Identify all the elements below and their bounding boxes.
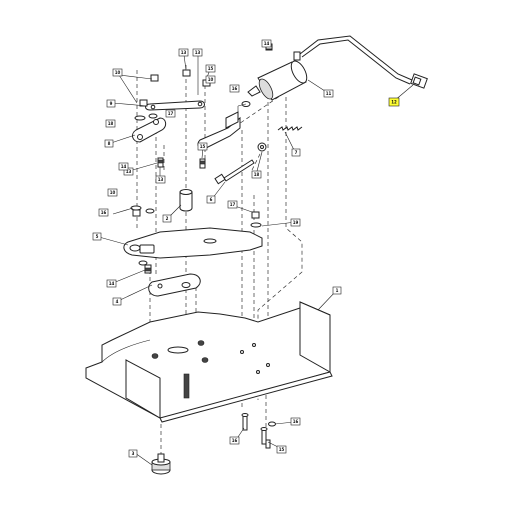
callout-11: 11 — [323, 89, 334, 98]
callout-8-text: 8 — [108, 141, 111, 146]
callout-1-text: 1 — [336, 288, 339, 293]
callout-15a-text: 15 — [200, 144, 206, 149]
callout-12: 12 — [388, 97, 400, 107]
callout-14a: 14 — [118, 162, 129, 171]
callout-16b-text: 16 — [232, 86, 238, 91]
solenoid — [247, 43, 308, 101]
callout-10a: 10 — [112, 68, 123, 77]
wire-harness — [299, 35, 428, 89]
bushing — [179, 189, 193, 212]
callout-11-text: 11 — [326, 91, 332, 96]
callout-1: 1 — [332, 286, 342, 295]
callout-14c: 14 — [261, 39, 272, 48]
plunger-pin — [214, 142, 267, 185]
callout-18a: 18 — [105, 119, 116, 128]
callout-12-text: 12 — [391, 100, 397, 105]
callout-16a-text: 16 — [101, 210, 107, 215]
callout-19b-text: 19 — [293, 220, 299, 225]
callout-16c-text: 16 — [232, 438, 238, 443]
callout-4: 4 — [112, 297, 122, 306]
callout-15b-text: 15 — [208, 66, 214, 71]
callout-13d: 13 — [155, 175, 166, 184]
callout-13c-text: 13 — [126, 169, 132, 174]
knob — [151, 453, 171, 475]
base-plate — [85, 301, 333, 423]
callout-13a: 13 — [178, 48, 189, 57]
callout-10b-text: 10 — [208, 77, 214, 82]
upper-links — [132, 100, 205, 143]
callout-16d-text: 16 — [293, 419, 299, 424]
callout-17b-text: 17 — [230, 202, 236, 207]
callout-2-text: 2 — [166, 216, 169, 221]
callout-18b-text: 18 — [254, 172, 260, 177]
callout-15c: 15 — [276, 445, 287, 454]
callout-16c: 16 — [229, 436, 240, 445]
callout-19b: 19 — [290, 218, 301, 227]
callout-16b: 16 — [229, 84, 240, 93]
callout-15c-text: 15 — [279, 447, 285, 452]
callout-2: 2 — [162, 214, 172, 223]
callout-13b-text: 13 — [195, 50, 201, 55]
callout-9-text: 9 — [110, 101, 113, 106]
callout-14a-text: 14 — [121, 164, 127, 169]
callout-17b: 17 — [227, 200, 238, 209]
callout-9: 9 — [106, 99, 116, 108]
callout-17a-text: 17 — [168, 111, 174, 116]
callout-7: 7 — [291, 148, 301, 157]
callout-14b: 14 — [106, 279, 117, 288]
callout-13b: 13 — [192, 48, 203, 57]
callout-10c-text: 10 — [110, 190, 116, 195]
callout-16d: 16 — [290, 417, 301, 426]
callout-6-text: 6 — [210, 197, 213, 202]
callout-18a-text: 18 — [108, 121, 114, 126]
callout-15a: 15 — [197, 142, 208, 151]
callout-7-text: 7 — [295, 150, 298, 155]
callout-3-text: 3 — [132, 451, 135, 456]
lever-plate — [148, 273, 201, 297]
callout-10b: 10 — [205, 75, 216, 84]
callout-16a: 16 — [98, 208, 109, 217]
callouts: 1 2 3 4 5 6 7 8 9 10 10 10 11 12 13 13 1… — [92, 39, 400, 458]
callout-13a-text: 13 — [181, 50, 187, 55]
bottom-screws — [241, 413, 276, 445]
callout-6: 6 — [206, 195, 216, 204]
link-arm — [123, 227, 263, 259]
callout-15b: 15 — [205, 64, 216, 73]
callout-18b: 18 — [251, 170, 262, 179]
callout-3: 3 — [128, 449, 138, 458]
spring — [277, 126, 303, 131]
callout-14b-text: 14 — [109, 281, 115, 286]
callout-8: 8 — [104, 139, 114, 148]
callout-13c: 13 — [123, 167, 134, 176]
callout-17a: 17 — [165, 109, 176, 118]
callout-5-text: 5 — [96, 234, 99, 239]
callout-10c: 10 — [107, 188, 118, 197]
callout-13d-text: 13 — [158, 177, 164, 182]
callout-14c-text: 14 — [264, 41, 270, 46]
callout-10a-text: 10 — [115, 70, 121, 75]
callout-5: 5 — [92, 232, 102, 241]
callout-4-text: 4 — [116, 299, 119, 304]
